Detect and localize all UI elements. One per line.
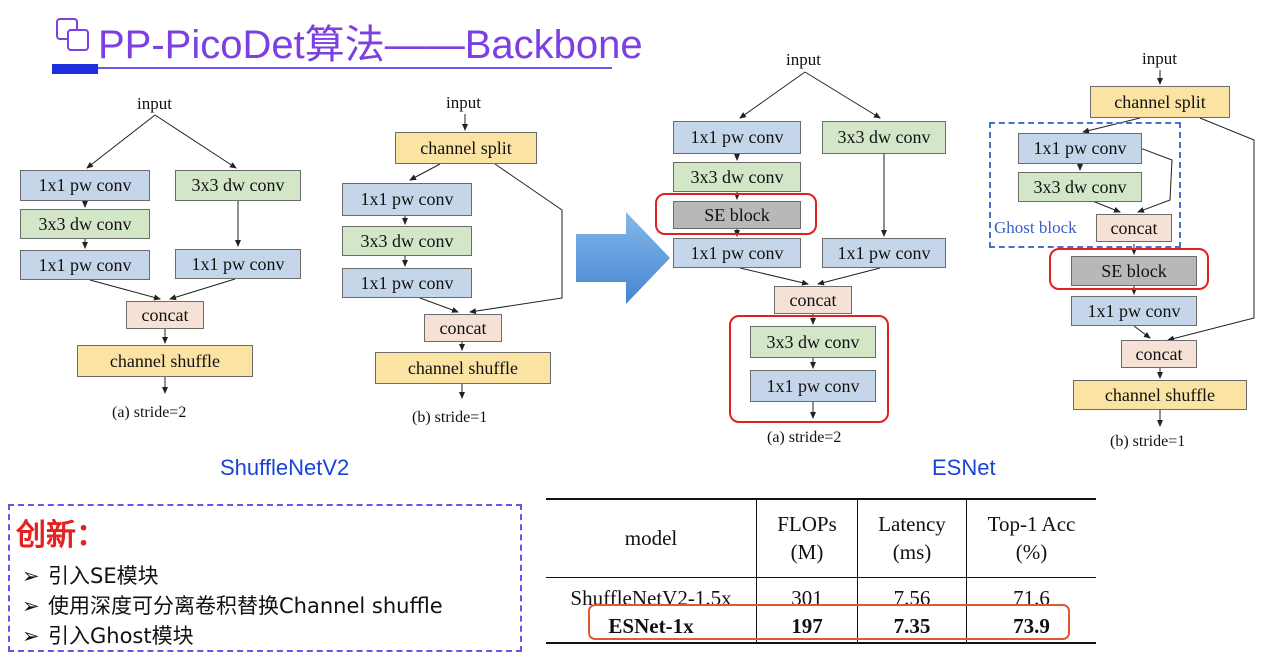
eb-input-label: input — [1142, 49, 1177, 68]
transition-arrow — [576, 212, 670, 304]
ea-input-label: input — [786, 50, 821, 69]
innovation-item: ➢引入SE模块 — [22, 564, 159, 588]
sb-left-box-1: 1x1 pw conv — [342, 183, 472, 216]
sa-left-box-1: 1x1 pw conv — [20, 170, 150, 201]
sa-concat-box: concat — [126, 301, 204, 329]
ea-se-highlight — [655, 193, 817, 235]
ea-se-box: SE block — [673, 201, 801, 229]
sa-shuffle-box: channel shuffle — [77, 345, 253, 377]
sa-right-box-1: 3x3 dw conv — [175, 170, 301, 201]
ea-dw-highlight — [729, 315, 889, 423]
eb-ghost-box-1: 1x1 pw conv — [1018, 133, 1142, 164]
title-icon — [56, 18, 89, 51]
shufflenet-label: ShuffleNetV2 — [220, 455, 350, 480]
eb-ghost-concat-box: concat — [1096, 214, 1172, 242]
eb-caption: (b) stride=1 — [1110, 433, 1186, 450]
table-row: ESNet-1x 197 7.35 73.9 — [546, 611, 1096, 643]
innovation-title: 创新： — [16, 518, 106, 553]
header-acc: Top-1 Acc(%) — [987, 512, 1076, 565]
ea-left-box-4: 1x1 pw conv — [673, 238, 801, 268]
esnet-row-highlight — [588, 604, 1070, 640]
eb-se-box: SE block — [1071, 256, 1197, 286]
ea-concat-box: concat — [774, 286, 852, 314]
sb-split-box: channel split — [395, 132, 537, 164]
ea-after-box-1: 3x3 dw conv — [750, 326, 876, 358]
sb-input-label: input — [446, 93, 481, 112]
bullet-arrow-icon: ➢ — [22, 564, 40, 588]
eb-ghost-box-2: 3x3 dw conv — [1018, 172, 1142, 202]
table-header-row: model FLOPs(M) Latency(ms) Top-1 Acc(%) — [546, 499, 1096, 577]
sa-left-box-3: 1x1 pw conv — [20, 250, 150, 280]
eb-concat-box: concat — [1121, 340, 1197, 368]
title-underline — [52, 67, 612, 69]
esnet-label: ESNet — [932, 455, 996, 480]
sb-caption: (b) stride=1 — [412, 409, 488, 426]
sa-input-label: input — [137, 94, 172, 113]
sa-caption: (a) stride=2 — [112, 404, 187, 421]
sb-left-box-3: 1x1 pw conv — [342, 268, 472, 298]
eb-shuffle-box: channel shuffle — [1073, 380, 1247, 410]
sb-left-box-2: 3x3 dw conv — [342, 226, 472, 256]
sa-left-box-2: 3x3 dw conv — [20, 209, 150, 239]
eb-pw-box: 1x1 pw conv — [1071, 296, 1197, 326]
page-title: PP-PicoDet算法——Backbone — [98, 23, 643, 67]
ghost-block-label: Ghost block — [994, 218, 1077, 237]
bullet-arrow-icon: ➢ — [22, 594, 40, 618]
ea-left-box-1: 1x1 pw conv — [673, 121, 801, 154]
innovation-item: ➢引入Ghost模块 — [22, 624, 194, 648]
ea-right-box-2: 1x1 pw conv — [822, 238, 946, 268]
bullet-arrow-icon: ➢ — [22, 624, 40, 648]
header-latency: Latency(ms) — [857, 499, 967, 577]
ea-left-box-2: 3x3 dw conv — [673, 162, 801, 192]
header-flops: FLOPs(M) — [756, 499, 858, 577]
ghost-block-frame — [989, 122, 1181, 248]
title-accent-bar — [52, 64, 98, 74]
header-model: model — [546, 499, 757, 577]
innovation-box: 创新： ➢引入SE模块 ➢使用深度可分离卷积替换Channel shuffle … — [8, 504, 522, 652]
ea-caption: (a) stride=2 — [767, 429, 842, 446]
sb-concat-box: concat — [424, 314, 502, 342]
ea-right-box-1: 3x3 dw conv — [822, 121, 946, 154]
eb-se-highlight — [1049, 248, 1209, 290]
eb-split-box: channel split — [1090, 86, 1230, 118]
innovation-item: ➢使用深度可分离卷积替换Channel shuffle — [22, 594, 443, 618]
sb-shuffle-box: channel shuffle — [375, 352, 551, 384]
ea-after-box-2: 1x1 pw conv — [750, 370, 876, 402]
sa-right-box-2: 1x1 pw conv — [175, 249, 301, 279]
